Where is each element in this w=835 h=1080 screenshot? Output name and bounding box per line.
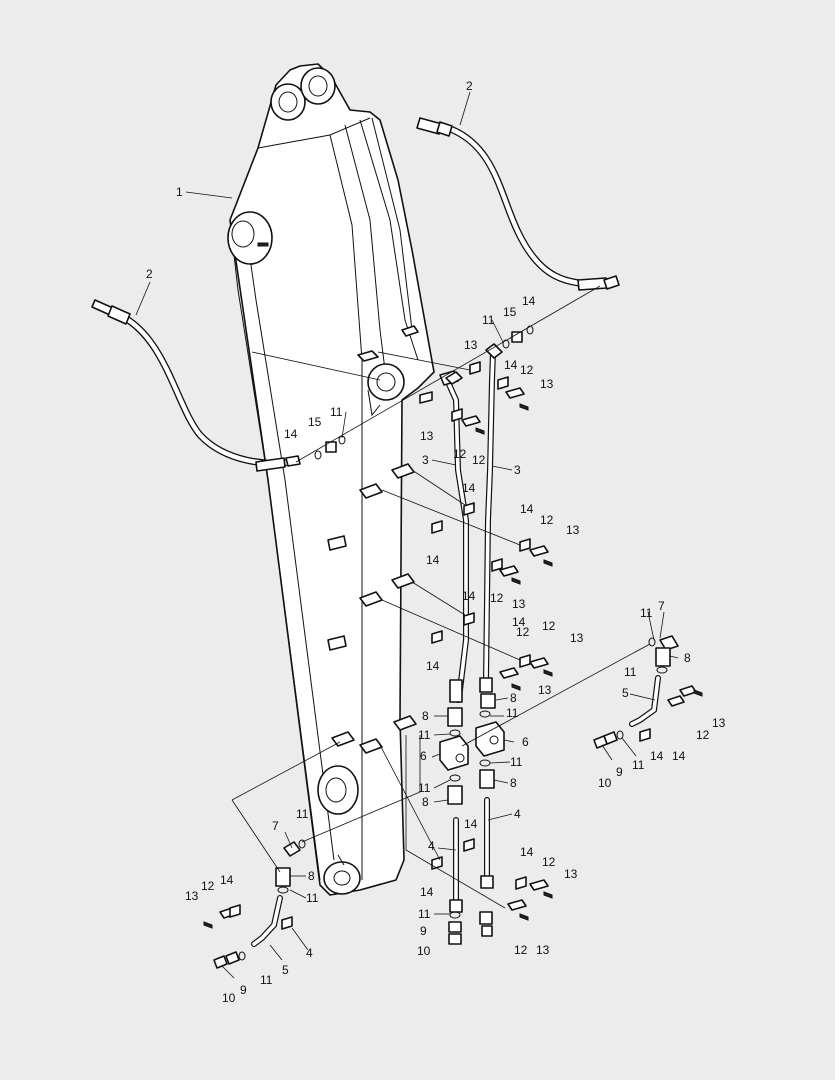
callout-label: 11 xyxy=(330,405,343,419)
callout-label: 12 xyxy=(542,855,556,869)
callout-label: 4 xyxy=(306,946,313,960)
callout-label: 12 xyxy=(453,447,467,461)
callout-label: 10 xyxy=(222,991,236,1005)
hose-left xyxy=(91,299,301,472)
callout-label: 5 xyxy=(622,686,629,700)
callout-label: 14 xyxy=(650,749,664,763)
callout-label: 14 xyxy=(464,817,478,831)
callout-label: 14 xyxy=(512,615,526,629)
callout-label: 12 xyxy=(520,363,534,377)
callout-label: 13 xyxy=(512,597,526,611)
callout-label: 7 xyxy=(272,819,279,833)
callout-label: 13 xyxy=(536,943,550,957)
pipe-lower-left xyxy=(449,817,463,913)
callout-label: 14 xyxy=(220,873,234,887)
callout-label: 11 xyxy=(418,907,431,921)
pipe-assembly-left xyxy=(203,839,306,969)
callout-label: 12 xyxy=(516,625,530,639)
callout-label: 4 xyxy=(514,807,521,821)
callout-label: 14 xyxy=(520,845,534,859)
callout-label: 14 xyxy=(284,427,298,441)
callout-label: 11 xyxy=(306,891,319,905)
callout-label: 4 xyxy=(428,839,435,853)
callout-label: 14 xyxy=(420,885,434,899)
callout-label: 8 xyxy=(510,691,517,705)
callout-label: 12 xyxy=(514,943,528,957)
callout-labels: 1 2 2 3 3 4 4 4 5 5 6 6 7 7 8 8 8 8 8 8 … xyxy=(146,79,726,1005)
callout-label: 14 xyxy=(426,659,440,673)
callout-label: 15 xyxy=(308,415,322,429)
callout-label: 1 xyxy=(176,185,183,199)
callout-label: 7 xyxy=(658,599,665,613)
callout-label: 8 xyxy=(422,795,429,809)
boom-arm xyxy=(227,63,435,896)
callout-label: 14 xyxy=(672,749,686,763)
callout-label: 14 xyxy=(462,481,476,495)
callout-label: 5 xyxy=(282,963,289,977)
callout-label: 14 xyxy=(522,294,536,308)
callout-label: 11 xyxy=(296,807,309,821)
callout-label: 8 xyxy=(684,651,691,665)
callout-label: 10 xyxy=(417,944,431,958)
pipe-right xyxy=(483,343,503,683)
callout-label: 14 xyxy=(504,358,518,372)
callout-label: 13 xyxy=(464,338,478,352)
callout-label: 14 xyxy=(462,589,476,603)
callout-label: 13 xyxy=(185,889,199,903)
callout-label: 13 xyxy=(566,523,580,537)
callout-label: 3 xyxy=(422,453,429,467)
callout-label: 11 xyxy=(418,781,431,795)
callout-label: 11 xyxy=(624,665,637,679)
callout-label: 12 xyxy=(472,453,486,467)
callout-label: 12 xyxy=(201,879,215,893)
callout-label: 11 xyxy=(632,758,645,772)
fitting-group-center xyxy=(439,677,505,945)
callout-label: 6 xyxy=(522,735,529,749)
callout-label: 14 xyxy=(426,553,440,567)
callout-label: 13 xyxy=(564,867,578,881)
callout-label: 6 xyxy=(420,749,427,763)
callout-label: 11 xyxy=(506,706,519,720)
callout-label: 9 xyxy=(616,765,623,779)
callout-label: 15 xyxy=(503,305,517,319)
callout-label: 11 xyxy=(640,606,653,620)
callout-label: 8 xyxy=(422,709,429,723)
clamp-group xyxy=(419,361,553,921)
callout-label: 3 xyxy=(514,463,521,477)
callout-label: 13 xyxy=(540,377,554,391)
callout-label: 12 xyxy=(540,513,554,527)
callout-label: 11 xyxy=(510,755,523,769)
callout-label: 9 xyxy=(240,983,247,997)
callout-label: 12 xyxy=(696,728,710,742)
callout-label: 13 xyxy=(570,631,584,645)
callout-label: 10 xyxy=(598,776,612,790)
callout-label: 11 xyxy=(418,728,431,742)
callout-label: 13 xyxy=(420,429,434,443)
callout-label: 11 xyxy=(260,973,273,987)
callout-label: 13 xyxy=(712,716,726,730)
leader-lines xyxy=(135,91,679,979)
callout-label: 2 xyxy=(146,267,153,281)
hose-right xyxy=(416,117,620,291)
callout-label: 9 xyxy=(420,924,427,938)
pipe-assembly-right xyxy=(593,635,703,749)
callout-label: 2 xyxy=(466,79,473,93)
callout-label: 14 xyxy=(520,502,534,516)
callout-label: 12 xyxy=(490,591,504,605)
callout-label: 8 xyxy=(308,869,315,883)
callout-label: 11 xyxy=(482,313,495,327)
callout-label: 12 xyxy=(542,619,556,633)
callout-label: 8 xyxy=(510,776,517,790)
callout-label: 13 xyxy=(538,683,552,697)
pipe-lower-right xyxy=(480,797,494,889)
